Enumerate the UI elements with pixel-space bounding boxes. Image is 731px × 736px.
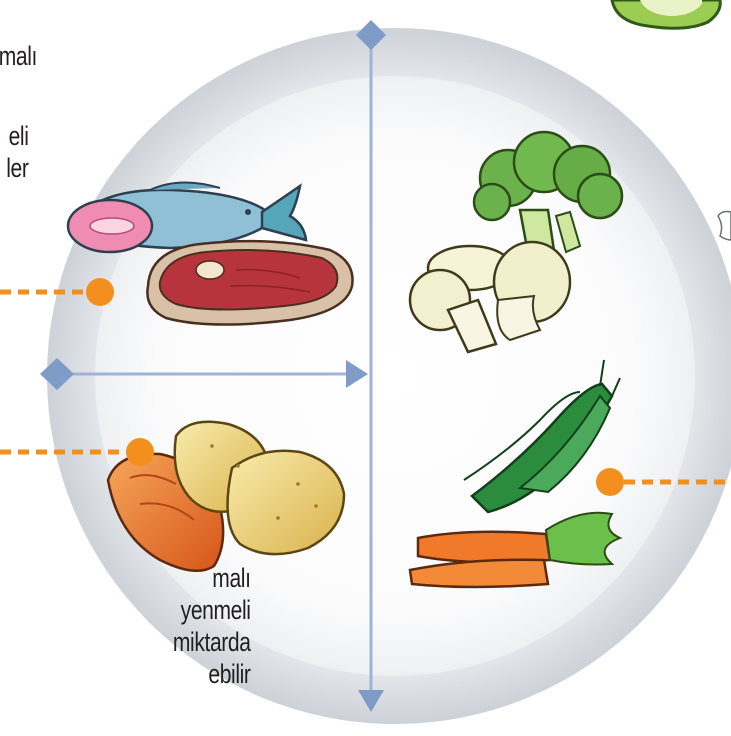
label-protein: eli ler bbox=[7, 120, 29, 184]
label-starch: malı yenmeli miktarda ebilir bbox=[173, 562, 251, 690]
label-line: malı bbox=[173, 562, 251, 594]
label-line: ler bbox=[7, 152, 29, 184]
label-line: miktarda bbox=[173, 626, 251, 658]
label-line: ebilir bbox=[173, 658, 251, 690]
paper-icon bbox=[718, 212, 731, 241]
label-line: malı bbox=[0, 40, 37, 72]
meat-steak-icon bbox=[147, 241, 352, 324]
plate bbox=[47, 28, 731, 724]
apple-icon bbox=[612, 0, 720, 28]
label-line: eli bbox=[7, 120, 29, 152]
label-top: malı bbox=[0, 40, 37, 72]
label-line: yenmeli bbox=[173, 594, 251, 626]
